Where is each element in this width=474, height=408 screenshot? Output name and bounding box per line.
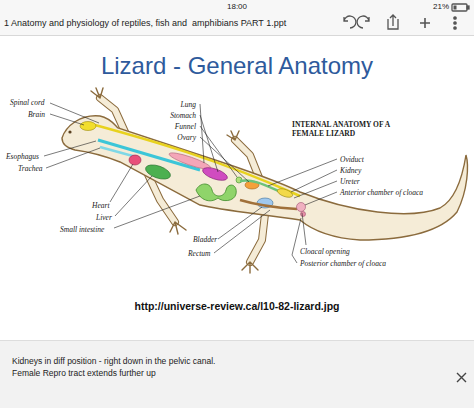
leader-lines bbox=[214, 210, 270, 253]
part-label: Trachea bbox=[18, 164, 43, 173]
leader-lines bbox=[200, 104, 204, 163]
toes bbox=[170, 222, 186, 234]
leader-lines bbox=[200, 126, 237, 177]
slide-title: Lizard - General Anatomy bbox=[101, 52, 373, 80]
part-label: Heart bbox=[92, 201, 110, 210]
leader-lines bbox=[292, 218, 301, 263]
toes bbox=[242, 262, 258, 273]
part-label: Liver bbox=[96, 213, 112, 222]
part-label: Small intestine bbox=[60, 225, 104, 234]
close-icon bbox=[457, 373, 466, 382]
leader-lines bbox=[46, 148, 100, 168]
part-label: Esophagus bbox=[6, 152, 39, 161]
kidney bbox=[276, 187, 293, 199]
cloaca-posterior bbox=[301, 212, 306, 217]
speaker-note: Kidneys in diff position - right down in… bbox=[12, 356, 216, 366]
source-url: http://universe-review.ca/l10-82-lizard.… bbox=[134, 300, 339, 312]
organs bbox=[68, 122, 305, 217]
part-label: Lung bbox=[181, 100, 196, 109]
leg-fill bbox=[250, 214, 265, 262]
menu-dot bbox=[454, 22, 456, 24]
leader-lines bbox=[44, 141, 96, 156]
undo-icon bbox=[344, 16, 356, 28]
menu-dot bbox=[454, 17, 456, 19]
part-label: Spinal cord bbox=[10, 98, 45, 107]
part-label: Ovary bbox=[177, 133, 196, 142]
leg-outline bbox=[250, 214, 265, 262]
speaker-note: Female Repro tract extends further up bbox=[12, 368, 156, 378]
part-label: Funnel bbox=[175, 122, 196, 131]
menu-dot bbox=[454, 27, 456, 29]
leader-lines bbox=[50, 114, 84, 125]
part-label: Brain bbox=[28, 110, 45, 119]
part-label: Kidney bbox=[340, 166, 361, 175]
leader-lines bbox=[50, 103, 99, 123]
figure-heading: INTERNAL ANATOMY OF A FEMALE LIZARD bbox=[292, 120, 402, 138]
leader-lines bbox=[305, 192, 337, 205]
redo-icon bbox=[357, 16, 369, 28]
battery-level bbox=[454, 6, 457, 10]
stomach bbox=[201, 165, 229, 183]
battery-tip bbox=[467, 6, 469, 9]
part-label: Stomach bbox=[170, 111, 196, 120]
liver bbox=[144, 162, 172, 182]
share-icon bbox=[388, 15, 398, 29]
toes bbox=[227, 131, 239, 140]
leader-lines bbox=[200, 137, 249, 182]
leader-lines bbox=[291, 170, 337, 192]
leader-lines bbox=[200, 115, 218, 172]
part-label: Cloacal opening bbox=[300, 247, 350, 256]
leader-lines bbox=[302, 213, 306, 245]
plus-icon bbox=[420, 18, 430, 28]
file-name: 1 Anatomy and physiology of reptiles, fi… bbox=[4, 18, 286, 28]
leader-lines bbox=[110, 164, 133, 202]
leader-lines bbox=[268, 159, 337, 186]
leader-lines bbox=[115, 176, 152, 216]
small-intestine bbox=[196, 184, 236, 201]
lizard-body bbox=[62, 116, 467, 240]
cloaca bbox=[297, 203, 306, 212]
leader-lines bbox=[114, 196, 200, 228]
leader-lines bbox=[294, 181, 337, 198]
battery-icon bbox=[452, 4, 467, 11]
part-label: Ureter bbox=[340, 177, 360, 186]
brain bbox=[80, 122, 96, 131]
part-label: Rectum bbox=[188, 249, 211, 258]
toes bbox=[91, 88, 103, 98]
part-label: Oviduct bbox=[340, 155, 364, 164]
part-label: Anterior chamber of cloaca bbox=[340, 188, 423, 197]
battery-percent: 21% bbox=[433, 2, 449, 11]
part-label: Bladder bbox=[193, 235, 217, 244]
part-label: Posterior chamber of cloaca bbox=[300, 259, 386, 268]
status-time: 18:00 bbox=[227, 2, 247, 11]
leader-lines bbox=[218, 207, 262, 239]
rectum bbox=[240, 200, 297, 209]
heart bbox=[129, 155, 141, 165]
eye bbox=[68, 130, 71, 133]
